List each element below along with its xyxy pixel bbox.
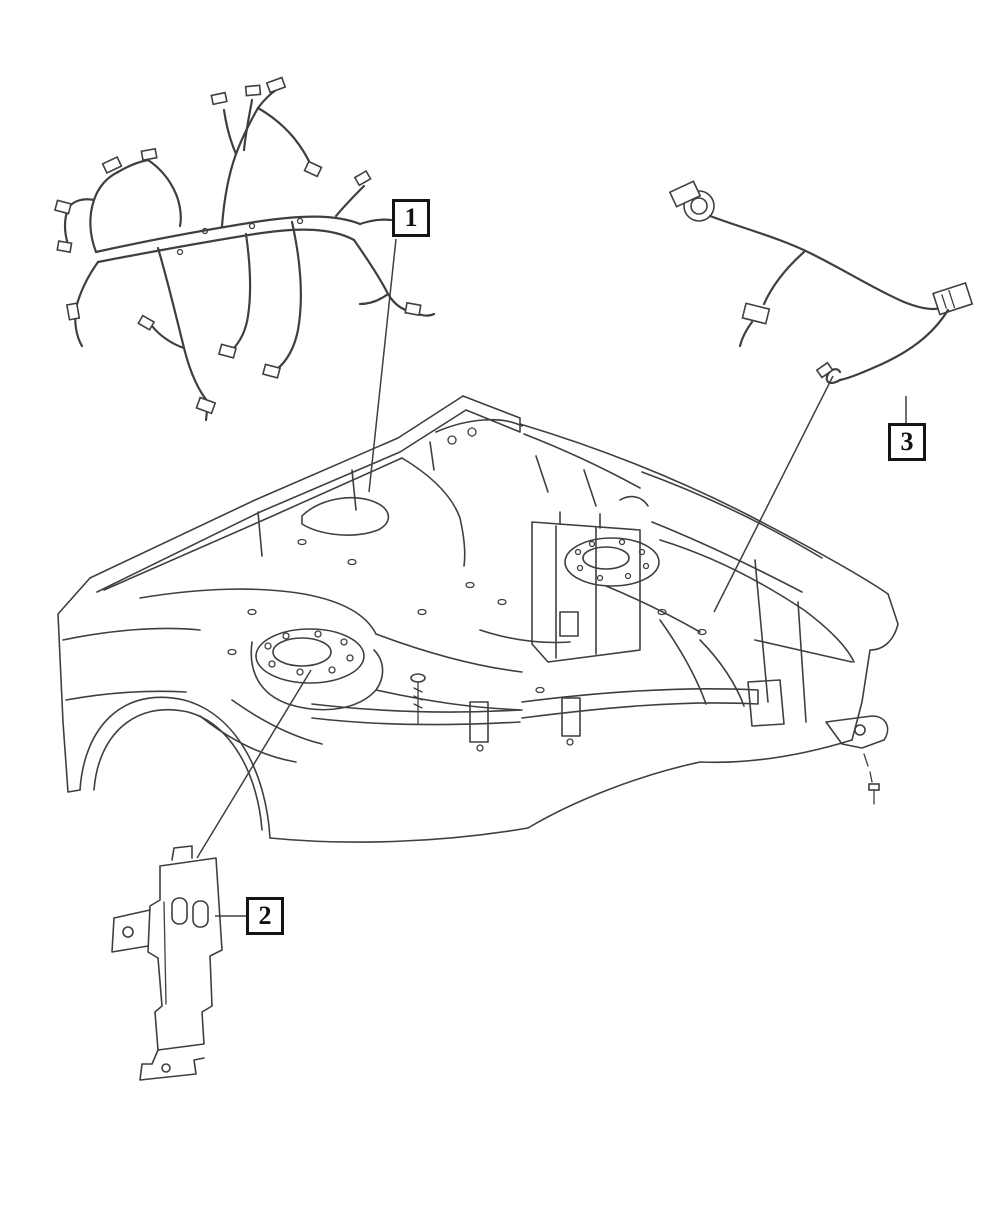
callout-2[interactable]: 2 — [246, 897, 284, 935]
leader-line-2 — [196, 669, 312, 859]
module-mounting-bracket-drawing — [111, 845, 223, 1081]
jumper-wiring-harness-drawing — [668, 180, 974, 384]
plug-connector-icon — [932, 282, 974, 316]
bracket-slot — [171, 897, 188, 925]
wheel-arch — [79, 696, 271, 839]
leader-line-3 — [713, 375, 834, 613]
harness1-connector-icon — [265, 76, 287, 94]
callout-1[interactable]: 1 — [392, 199, 430, 237]
engine-wiring-harness-drawing — [53, 76, 436, 422]
leader-lines — [196, 238, 907, 917]
right-strut-tower — [564, 537, 660, 587]
bracket-slot — [192, 900, 209, 928]
screw-icon — [410, 673, 426, 725]
leader-line-1 — [368, 238, 397, 493]
callout-1-label: 1 — [404, 203, 418, 232]
vehicle-front-structure-drawing — [57, 395, 899, 843]
left-strut-tower — [255, 628, 365, 684]
callout-3-label: 3 — [900, 427, 914, 456]
callout-3[interactable]: 3 — [888, 423, 926, 461]
tow-bracket — [825, 715, 889, 805]
heater-box — [531, 521, 641, 663]
callout-2-label: 2 — [258, 901, 272, 930]
